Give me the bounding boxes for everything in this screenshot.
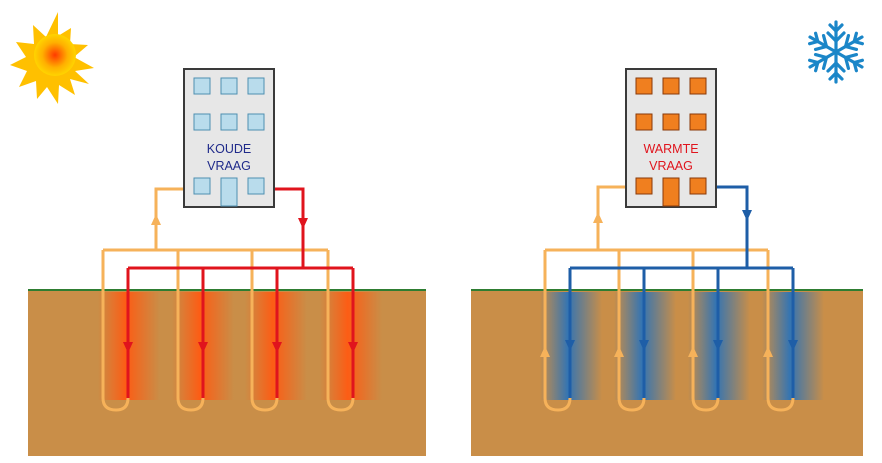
- down-arrow-icons: [123, 218, 358, 353]
- cold-return-pipes: [568, 185, 795, 398]
- up-arrow-icons: [540, 212, 773, 357]
- building-heating-demand: WARMTE VRAAG: [625, 68, 717, 208]
- building-label-line1: WARMTE: [643, 142, 698, 156]
- building-windows: [193, 77, 265, 207]
- building-windows: [635, 77, 707, 207]
- warm-supply-pipes: [543, 185, 795, 412]
- building-label-line2: VRAAG: [649, 159, 693, 173]
- summer-panel: KOUDE VRAAG: [10, 12, 426, 456]
- up-arrow-icon: [151, 214, 161, 225]
- building-label-line2: VRAAG: [207, 159, 251, 173]
- cool-supply-pipes: [101, 187, 355, 412]
- building-label-line1: KOUDE: [207, 142, 251, 156]
- winter-panel: WARMTE VRAAG: [471, 20, 868, 456]
- warm-return-pipes: [126, 187, 355, 398]
- down-arrow-icons: [565, 210, 798, 351]
- sun-icon: [10, 12, 94, 104]
- building-cooling-demand: KOUDE VRAAG: [183, 68, 275, 208]
- snowflake-icon: [804, 20, 868, 84]
